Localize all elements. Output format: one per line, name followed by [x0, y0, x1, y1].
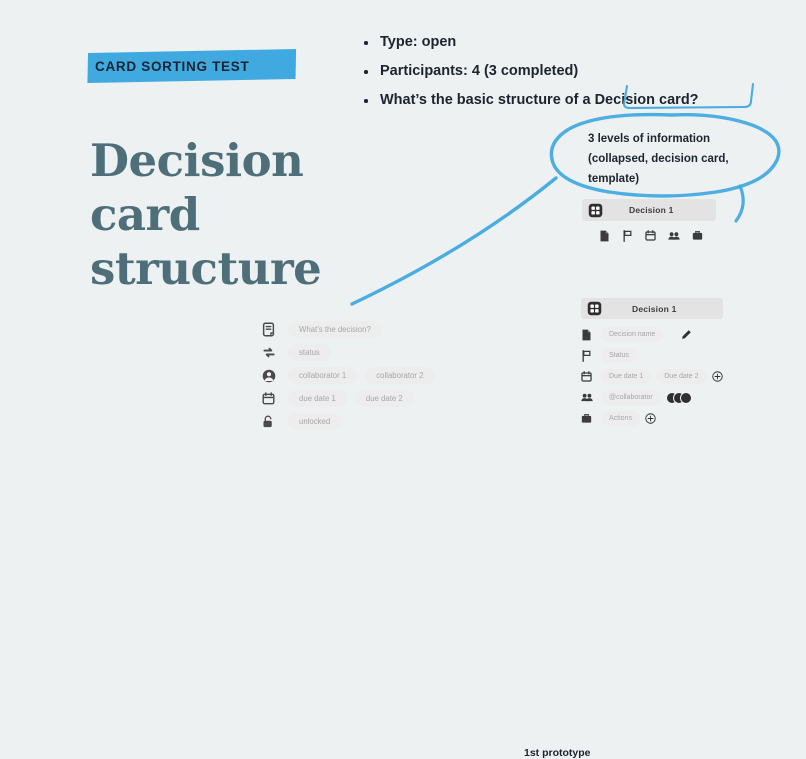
collapsed-card-header[interactable]: Decision 1 — [582, 199, 716, 221]
final-card-header[interactable]: Decision 1 — [581, 298, 723, 319]
bullet-dot-icon — [364, 41, 368, 45]
briefcase-icon[interactable] — [692, 230, 703, 242]
due-date-1-pill[interactable]: Due date 1 — [601, 369, 652, 384]
calendar-icon — [581, 370, 601, 383]
people-icon — [581, 392, 601, 403]
people-icon[interactable] — [668, 230, 680, 242]
slide-canvas: CARD SORTING TEST Decision card structur… — [87, 28, 788, 759]
unlocked-pill[interactable]: unlocked — [288, 413, 342, 430]
section-eyebrow: CARD SORTING TEST — [87, 49, 297, 83]
annotation-line-2: (collapsed, decision card, — [588, 153, 729, 165]
ellipse-tail-icon — [734, 184, 745, 223]
first-prototype-mock: What’s the decision? status collaborator… — [262, 320, 591, 759]
bullet-text: Participants: 4 (3 completed) — [380, 63, 579, 79]
person-circle-icon — [262, 369, 288, 383]
final-card-title: Decision 1 — [632, 303, 677, 314]
collaborator-pill[interactable]: @collaborator — [601, 390, 661, 405]
prototype-row[interactable]: unlocked — [262, 412, 472, 431]
grid-icon — [587, 301, 602, 316]
bullet-item: What’s the basic structure of a Decision… — [360, 86, 780, 115]
prototype-row[interactable]: status — [262, 343, 472, 362]
annotation-line-1: 3 levels of information — [588, 133, 711, 145]
unlock-icon — [262, 415, 288, 429]
avatar — [679, 391, 692, 404]
prototype-row[interactable]: @collaborator — [581, 389, 731, 406]
bullet-dot-icon — [364, 70, 368, 74]
file-icon — [581, 329, 601, 341]
page-title-line-1: Decision — [90, 134, 304, 187]
bullet-dot-icon — [364, 99, 368, 103]
grid-icon — [588, 203, 603, 217]
due-date-2-pill[interactable]: due date 2 — [354, 390, 414, 407]
due-date-2-pill[interactable]: Due date 2 — [656, 369, 707, 384]
avatar-group[interactable] — [665, 391, 693, 404]
prototype-row[interactable]: Status — [581, 347, 731, 364]
calendar-icon — [262, 391, 288, 406]
prototype-row[interactable]: due date 1 due date 2 — [262, 389, 472, 408]
collapsed-card-icon-strip — [599, 230, 703, 242]
collapsed-card-title: Decision 1 — [629, 205, 674, 215]
bullet-list: Type: open Participants: 4 (3 completed)… — [360, 28, 780, 115]
swap-arrows-icon — [262, 346, 288, 359]
plus-icon[interactable] — [645, 413, 656, 424]
eyebrow-label: CARD SORTING TEST — [95, 59, 250, 74]
bullet-item: Participants: 4 (3 completed) — [360, 57, 780, 86]
plus-icon[interactable] — [711, 371, 723, 382]
pencil-icon[interactable] — [680, 329, 692, 341]
calendar-icon[interactable] — [645, 230, 656, 242]
annotation-text: 3 levels of information (collapsed, deci… — [588, 129, 788, 189]
bullet-text: Type: open — [380, 34, 457, 50]
briefcase-icon — [581, 413, 601, 425]
status-pill[interactable]: status — [288, 344, 331, 361]
due-date-1-pill[interactable]: due date 1 — [288, 390, 347, 407]
prototype-row[interactable]: collaborator 1 collaborator 2 — [262, 366, 472, 385]
decision-name-pill[interactable]: Decision name — [601, 327, 664, 342]
prototype-row[interactable]: Decision name — [581, 326, 731, 343]
page-title: Decision card structure — [90, 134, 350, 296]
page-title-line-2: card — [90, 188, 200, 241]
flag-icon — [581, 349, 601, 362]
status-pill[interactable]: Status — [601, 348, 637, 363]
collaborator-2-pill[interactable]: collaborator 2 — [365, 367, 435, 384]
note-icon — [262, 322, 288, 337]
page-title-line-3: structure — [90, 242, 322, 295]
bullet-text: What’s the basic structure of a Decision… — [380, 92, 699, 108]
decision-question-pill[interactable]: What’s the decision? — [288, 321, 382, 338]
prototype-row[interactable]: What’s the decision? — [262, 320, 472, 339]
final-prototype-mock: Decision 1 Decision name Status — [581, 298, 731, 431]
flag-icon[interactable] — [622, 230, 633, 242]
file-icon[interactable] — [599, 230, 610, 242]
bullet-item: Type: open — [360, 28, 780, 57]
collaborator-1-pill[interactable]: collaborator 1 — [288, 367, 358, 384]
annotation-line-3: template) — [588, 173, 640, 185]
actions-pill[interactable]: Actions — [601, 411, 640, 426]
prototype-row[interactable]: Due date 1 Due date 2 — [581, 368, 731, 385]
first-prototype-caption: 1st prototype — [524, 747, 591, 759]
collapsed-decision-card[interactable]: Decision 1 — [582, 199, 716, 242]
prototype-row[interactable]: Actions — [581, 410, 731, 427]
connector-curve-icon — [350, 176, 558, 306]
